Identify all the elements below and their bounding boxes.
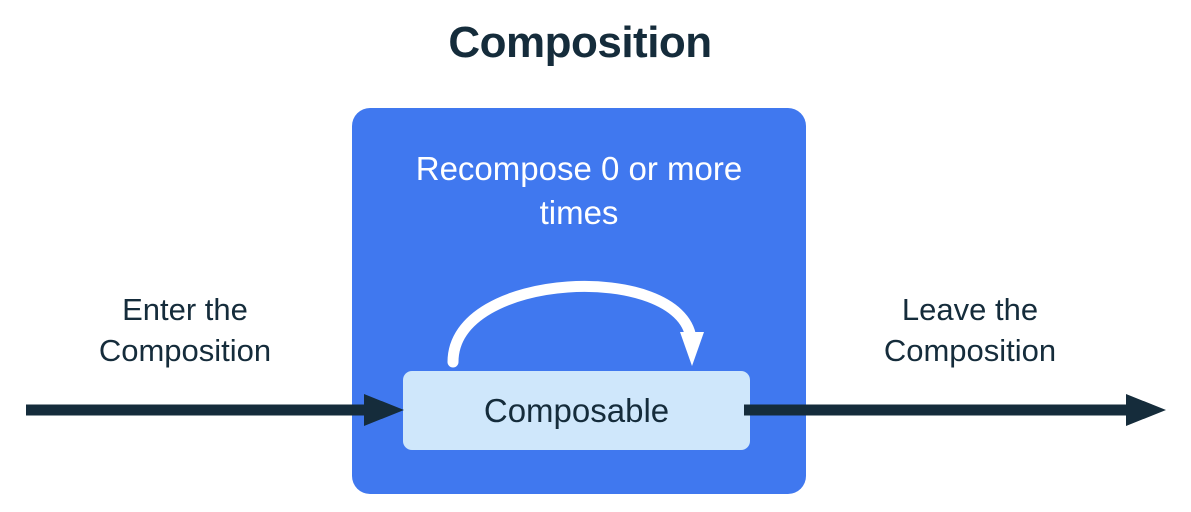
enter-caption-line-1: Enter the (122, 292, 248, 327)
enter-caption-line-2: Composition (98, 332, 272, 368)
page-title: Composition (448, 18, 712, 67)
recompose-caption-line-2: more times (539, 150, 743, 231)
enter-composition-caption: Enter the Composition (35, 290, 335, 372)
leave-caption-line-1: Leave the (901, 292, 1039, 327)
leave-composition-caption: Leave the Composition (820, 290, 1120, 372)
leave-caption-line-2: Composition (883, 332, 1057, 368)
recompose-caption-line-1: Recompose 0 or (415, 150, 658, 187)
composable-node: Composable (403, 371, 750, 450)
recompose-caption: Recompose 0 or more times (372, 147, 786, 235)
leave-flow-arrow-icon (744, 394, 1166, 426)
composable-label: Composable (483, 392, 670, 429)
